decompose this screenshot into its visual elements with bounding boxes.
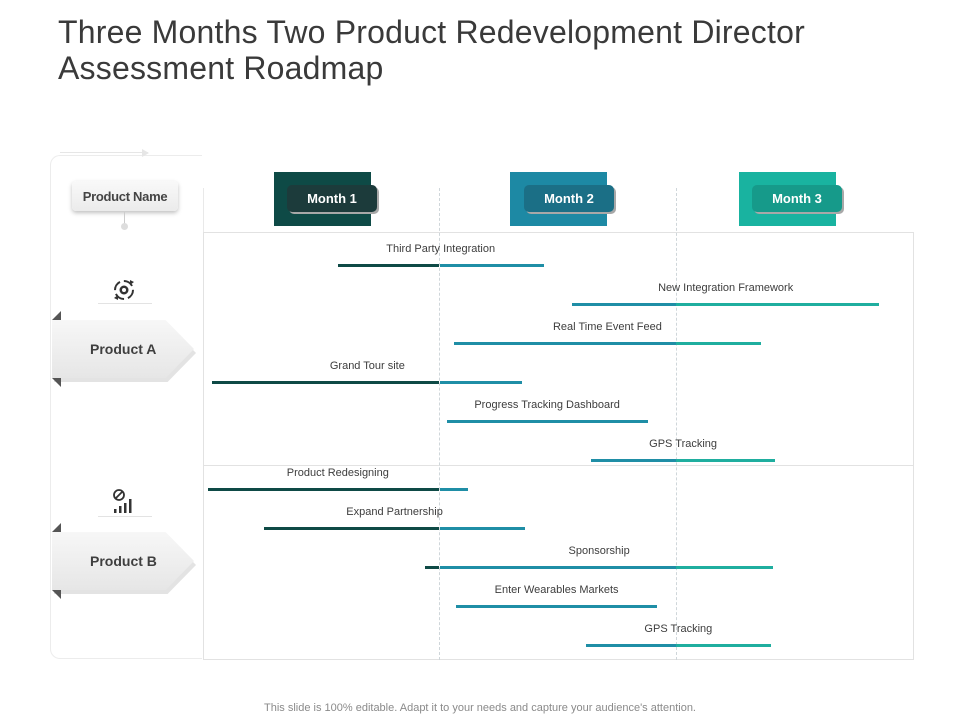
grid-left-line <box>203 188 204 232</box>
task-label: Third Party Integration <box>386 243 496 255</box>
panel-arrow-head <box>142 149 149 157</box>
month-3-label: Month 3 <box>752 185 842 212</box>
task-bar-segment <box>439 527 525 530</box>
icon-divider <box>98 303 152 304</box>
task-label: New Integration Framework <box>658 282 794 294</box>
task-label: Sponsorship <box>568 545 630 557</box>
icon-divider <box>98 516 152 517</box>
task-bar-segment <box>676 459 776 462</box>
task-bar-segment <box>676 303 880 306</box>
task-bar-segment <box>446 420 648 423</box>
task-bar-segment <box>425 566 440 569</box>
month-divider <box>439 188 440 660</box>
fold-corner <box>52 378 61 387</box>
task-label: Progress Tracking Dashboard <box>474 399 620 411</box>
task-bar-segment <box>571 303 676 306</box>
task-bar-segment <box>676 566 773 569</box>
page-title: Three Months Two Product Redevelopment D… <box>58 14 805 86</box>
product-name-dot <box>121 223 128 230</box>
task-bar-segment <box>453 342 676 345</box>
gear-cycle-icon <box>114 280 134 300</box>
product-name-header: Product Name <box>72 181 178 211</box>
product-name-stem <box>124 212 125 226</box>
task-label: Expand Partnership <box>346 506 443 518</box>
task-bar-segment <box>439 488 468 491</box>
panel-arrow-line <box>60 152 148 153</box>
task-bar-segment <box>586 644 676 647</box>
fold-corner <box>52 311 61 320</box>
task-bar-segment <box>456 605 658 608</box>
task-label: Enter Wearables Markets <box>494 584 619 596</box>
month-divider <box>676 188 677 660</box>
task-bar-segment <box>676 644 771 647</box>
product-separator <box>203 465 914 466</box>
task-bar-segment <box>676 342 762 345</box>
month-2-label: Month 2 <box>524 185 614 212</box>
fold-corner <box>52 590 61 599</box>
left-panel <box>50 155 202 659</box>
footer-note: This slide is 100% editable. Adapt it to… <box>264 702 696 714</box>
task-label: GPS Tracking <box>649 438 718 450</box>
fold-corner <box>52 523 61 532</box>
month-1-label: Month 1 <box>287 185 377 212</box>
task-bar-segment <box>212 381 440 384</box>
task-bar-segment <box>590 459 676 462</box>
task-bar-segment <box>207 488 440 491</box>
task-label: Grand Tour site <box>329 360 405 372</box>
task-bar-segment <box>439 566 676 569</box>
task-bar-segment <box>439 264 544 267</box>
task-label: Real Time Event Feed <box>552 321 662 333</box>
task-bar-segment <box>337 264 440 267</box>
task-bar-segment <box>439 381 523 384</box>
product-b-tag: Product B <box>52 532 194 590</box>
product-a-tag: Product A <box>52 320 194 378</box>
task-bar-segment <box>264 527 440 530</box>
timeline-grid <box>203 232 914 660</box>
task-label: GPS Tracking <box>644 623 713 635</box>
bar-chart-gauge-icon <box>113 489 132 513</box>
task-label: Product Redesigning <box>286 467 389 479</box>
